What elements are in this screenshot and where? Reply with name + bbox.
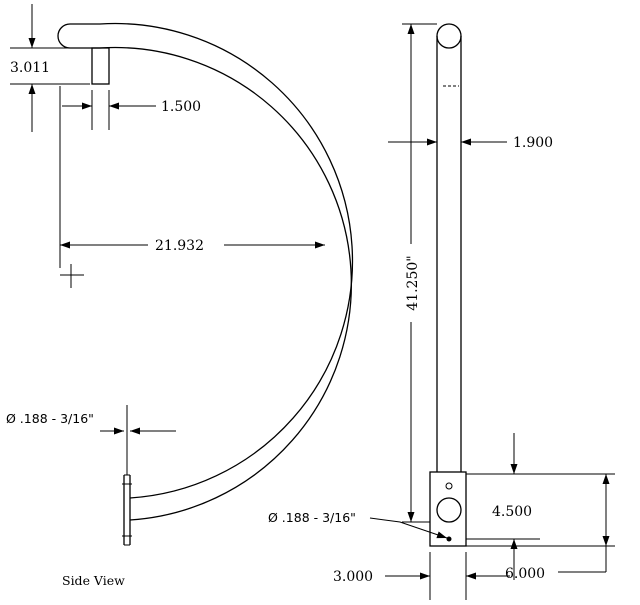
front-hole-callout: Ø .188 - 3/16"	[268, 510, 448, 539]
tube-top-cap	[436, 23, 462, 49]
side-view: 3.011 1.500 21.932 Ø .188 - 3/16" Side V…	[6, 4, 354, 588]
side-hole-label: Ø .188 - 3/16"	[6, 411, 94, 426]
side-view-caption: Side View	[62, 573, 125, 588]
mount-hole	[445, 482, 453, 490]
dim-41250: 41.250"	[402, 23, 437, 523]
dim-1900: 1.900	[388, 135, 553, 151]
front-hole-label: Ø .188 - 3/16"	[268, 510, 356, 525]
dim-radius-label: 21.932	[155, 238, 204, 254]
dim-height-label: 41.250"	[405, 255, 421, 310]
tube-outer-arc	[70, 22, 354, 499]
dim-3011: 3.011	[10, 4, 90, 132]
tube-inner-arc	[70, 46, 353, 521]
dim-tube-dia-label: 1.900	[513, 135, 553, 151]
base-plate	[429, 471, 467, 547]
base-plate-curve	[436, 497, 462, 523]
front-view: 41.250" 1.900 4.500 6.000	[268, 23, 615, 600]
mount-hole-lower	[446, 536, 452, 542]
dim-plate-height-label: 4.500	[492, 504, 532, 520]
dim-plate-width-label: 3.000	[333, 569, 373, 585]
dim-plate-offset-label: 6.000	[505, 566, 545, 582]
top-tab	[91, 47, 110, 85]
dim-4500: 4.500	[466, 433, 540, 580]
dim-6000: 6.000	[466, 473, 615, 582]
side-hole-callout: Ø .188 - 3/16"	[6, 411, 176, 435]
dim-top-height-label: 3.011	[10, 60, 50, 76]
dim-1500: 1.500	[62, 90, 201, 130]
dim-tab-width-label: 1.500	[161, 99, 201, 115]
dim-3000: 3.000	[333, 552, 510, 600]
dim-21932: 21.932	[59, 86, 325, 288]
tube-end-cap	[57, 23, 71, 49]
